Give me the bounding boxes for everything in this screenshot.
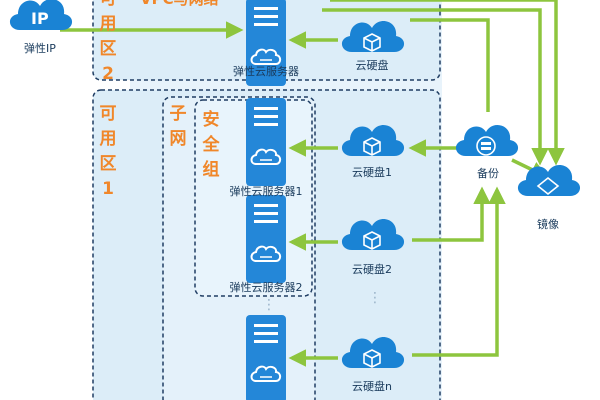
server-icon	[245, 97, 287, 187]
evs-top-label: 云硬盘	[355, 59, 389, 72]
evs1-label: 云硬盘1	[352, 166, 392, 179]
disk-ellipsis: ⋮	[368, 290, 382, 306]
evs2-label: 云硬盘2	[352, 263, 392, 276]
az2-label: 可用区2	[99, 0, 117, 84]
vpc-title-partial: VPC与网络	[140, 0, 219, 9]
image-label: 镜像	[537, 218, 559, 231]
subnet-label: 子网	[169, 104, 187, 149]
image-cloud-icon	[517, 165, 581, 196]
eip-label: 弹性IP	[24, 42, 56, 55]
backup-label: 备份	[477, 167, 499, 180]
ecs1-label: 弹性云服务器1	[229, 185, 303, 198]
ecs2-label: 弹性云服务器2	[229, 281, 303, 294]
evsn-label: 云硬盘n	[352, 380, 392, 393]
backup-cloud-icon	[455, 125, 519, 156]
server-icon	[245, 194, 287, 284]
server-ellipsis: ⋮	[262, 297, 276, 313]
ecs-top-label: 弹性云服务器	[233, 65, 299, 78]
sg-label: 安全组	[202, 110, 220, 180]
eip-title: IP	[31, 9, 49, 28]
server-icon	[245, 314, 287, 400]
az1-label: 可用区1	[99, 104, 117, 199]
